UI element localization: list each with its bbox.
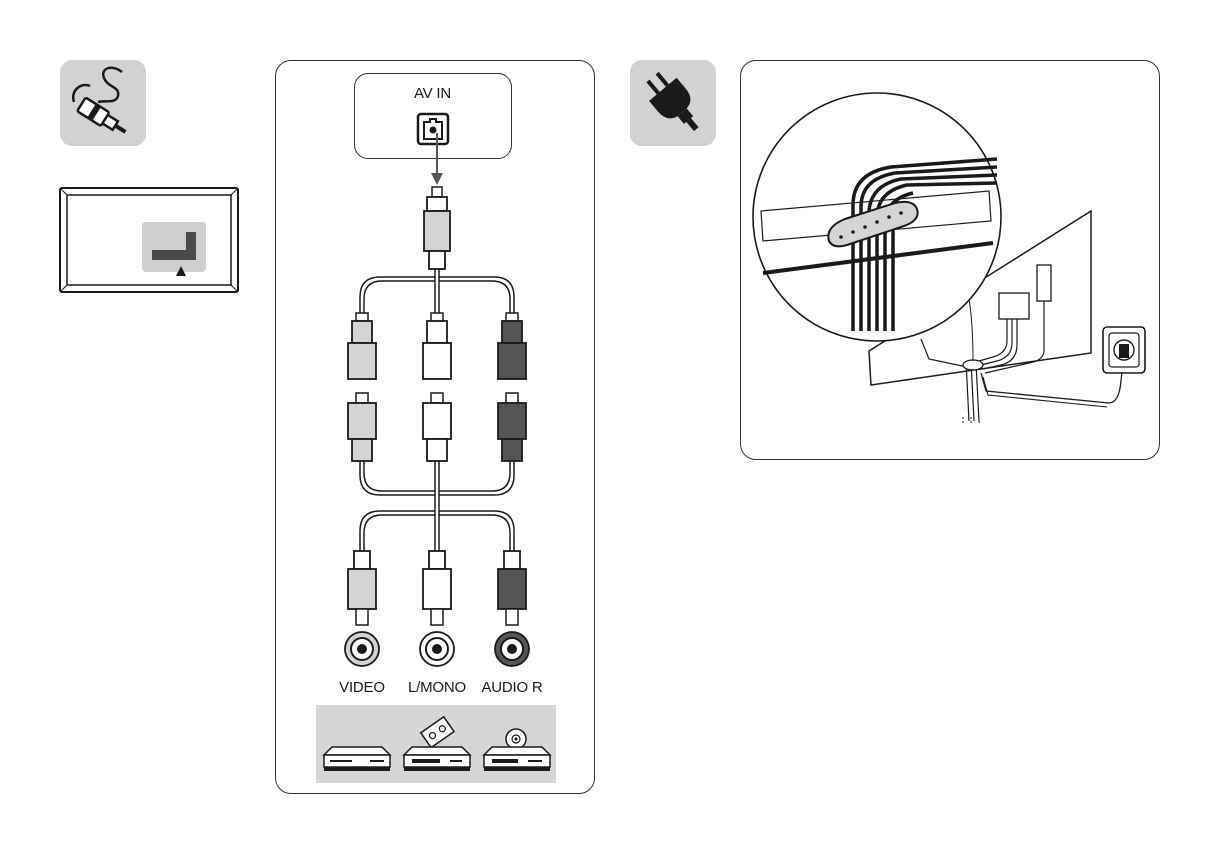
dvd-player-icon (324, 747, 390, 771)
rca-jack-l-mono (420, 632, 454, 666)
av-connection-panel: AV IN (275, 60, 595, 794)
rca-jack-video (345, 632, 379, 666)
jack-label-l-mono: L/MONO (397, 679, 477, 696)
vcr-icon (404, 717, 470, 771)
cable-management-illustration (741, 61, 1158, 458)
cable-management-panel (740, 60, 1160, 460)
av-cable-diagram (276, 131, 593, 691)
jack-label-video: VIDEO (322, 679, 402, 696)
rca-jack-audio-r (495, 632, 529, 666)
disc-player-icon (484, 729, 550, 771)
tv-port-location-icon (58, 186, 240, 294)
av-in-label: AV IN (355, 85, 510, 102)
jack-label-audio-r: AUDIO R (472, 679, 552, 696)
cable-lower-plugs (348, 551, 526, 625)
source-devices-strip (316, 705, 556, 783)
cable-icon (60, 60, 146, 146)
cable-middle-plugs (348, 393, 526, 461)
power-plug-icon (630, 60, 716, 146)
cable-upper-plugs (348, 313, 526, 379)
av-in-plug (424, 187, 450, 269)
